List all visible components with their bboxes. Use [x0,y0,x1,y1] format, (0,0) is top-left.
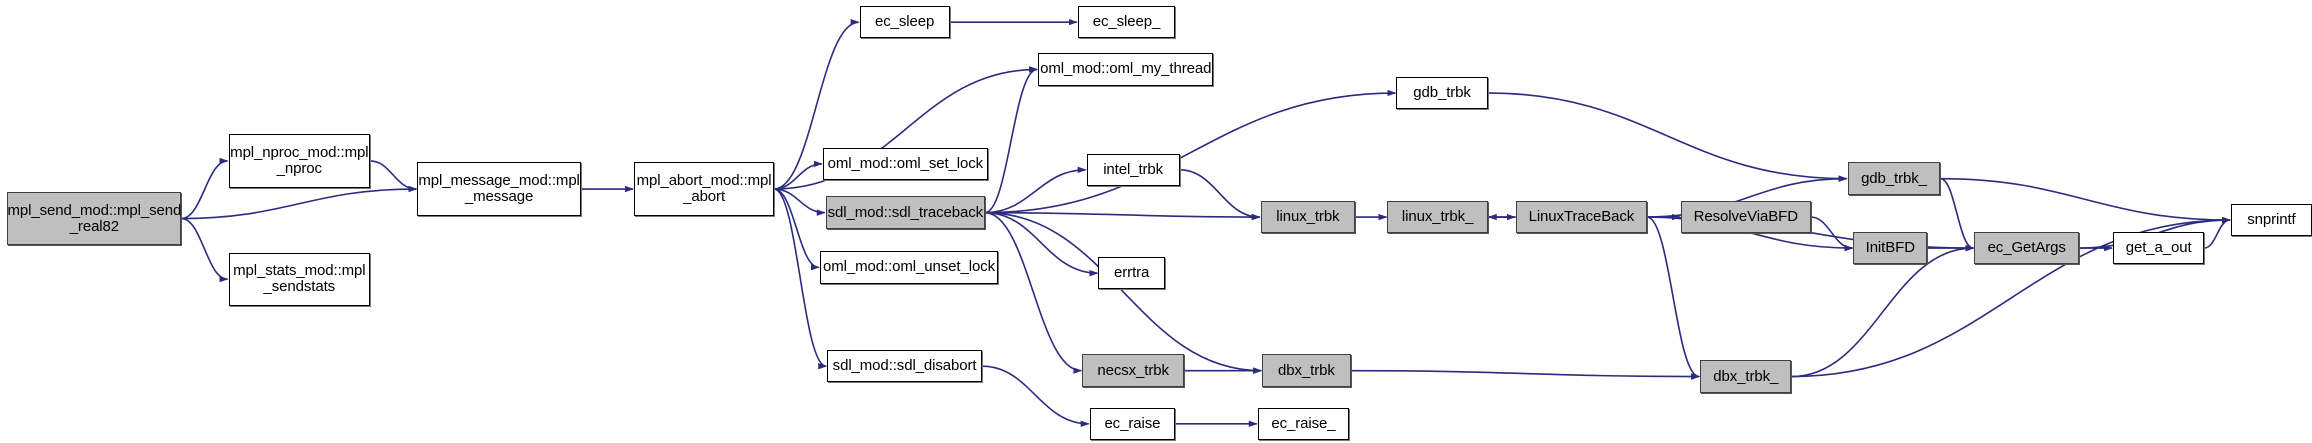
graph-edge [773,188,820,271]
graph-node-mpl_abort[interactable]: mpl_abort_mod::mpl _abort [634,162,775,216]
graph-edge [1940,177,2231,224]
graph-edge [1791,216,2231,378]
graph-node-InitBFD[interactable]: InitBFD [1853,231,1928,265]
graph-edge [984,211,1083,374]
graph-node-ec_sleep[interactable]: ec_sleep [859,5,950,39]
graph-edge [2204,216,2231,249]
graph-node-oml_set_lock[interactable]: oml_mod::oml_set_lock [822,147,988,181]
graph-node-mpl_sendstats[interactable]: mpl_stats_mod::mpl _sendstats [228,252,371,306]
graph-edge [1791,244,1975,378]
graph-node-oml_my_thread[interactable]: oml_mod::oml_my_thread [1038,53,1214,86]
graph-node-sdl_disabort[interactable]: sdl_mod::sdl_disabort [827,349,982,383]
graph-node-oml_unset_lock[interactable]: oml_mod::oml_unset_lock [819,251,999,284]
graph-node-mpl_send_real82[interactable]: mpl_send_mod::mpl_send _real82 [7,191,182,246]
graph-edge [1487,92,1848,182]
graph-edge [774,160,823,190]
graph-edge [181,157,229,220]
graph-node-mpl_nproc[interactable]: mpl_nproc_mod::mpl _nproc [228,134,371,188]
graph-node-gdb_trbk[interactable]: gdb_trbk [1396,76,1488,110]
graph-edge [774,18,860,190]
graph-edge [181,185,418,220]
graph-node-ec_raise[interactable]: ec_raise [1089,407,1176,441]
graph-edge [1647,175,1848,218]
graph-edge [1179,169,1261,221]
graph-node-intel_trbk[interactable]: intel_trbk [1086,153,1180,187]
graph-edge [984,211,1263,374]
graph-edge [1940,177,1975,252]
graph-edge [984,66,1039,214]
graph-node-mpl_message[interactable]: mpl_message_mod::mpl _message [417,162,581,216]
graph-edge [984,89,1397,214]
graph-edge [774,66,1039,190]
graph-node-ec_sleep_[interactable]: ec_sleep_ [1077,5,1176,39]
graph-edge [773,188,828,370]
graph-node-snprintf[interactable]: snprintf [2230,203,2312,237]
graph-edge [982,365,1090,427]
graph-node-linux_trbk_[interactable]: linux_trbk_ [1387,200,1488,234]
graph-edge [1810,216,1854,252]
graph-edge [774,188,826,216]
graph-edge [984,166,1087,214]
graph-node-LinuxTraceBack[interactable]: LinuxTraceBack [1515,200,1647,234]
graph-edge [984,211,1261,221]
graph-node-ec_GetArgs[interactable]: ec_GetArgs [1974,231,2080,265]
graph-node-sdl_traceback[interactable]: sdl_mod::sdl_traceback [825,196,985,229]
graph-edge [370,160,418,193]
graph-edge [1350,369,1701,380]
graph-node-ResolveViaBFD[interactable]: ResolveViaBFD [1680,200,1811,234]
graph-node-gdb_trbk_[interactable]: gdb_trbk_ [1847,162,1941,195]
graph-node-errtra[interactable]: errtra [1098,256,1165,290]
graph-edge [984,211,1099,277]
graph-edge [1646,216,1701,380]
graph-node-ec_raise_[interactable]: ec_raise_ [1257,407,1350,441]
graph-node-dbx_trbk[interactable]: dbx_trbk [1262,354,1351,387]
graph-node-necsx_trbk[interactable]: necsx_trbk [1082,354,1184,387]
graph-edge [181,217,229,283]
graph-node-get_a_out[interactable]: get_a_out [2112,231,2205,265]
graph-node-dbx_trbk_[interactable]: dbx_trbk_ [1700,360,1792,393]
graph-node-linux_trbk[interactable]: linux_trbk [1260,200,1356,234]
